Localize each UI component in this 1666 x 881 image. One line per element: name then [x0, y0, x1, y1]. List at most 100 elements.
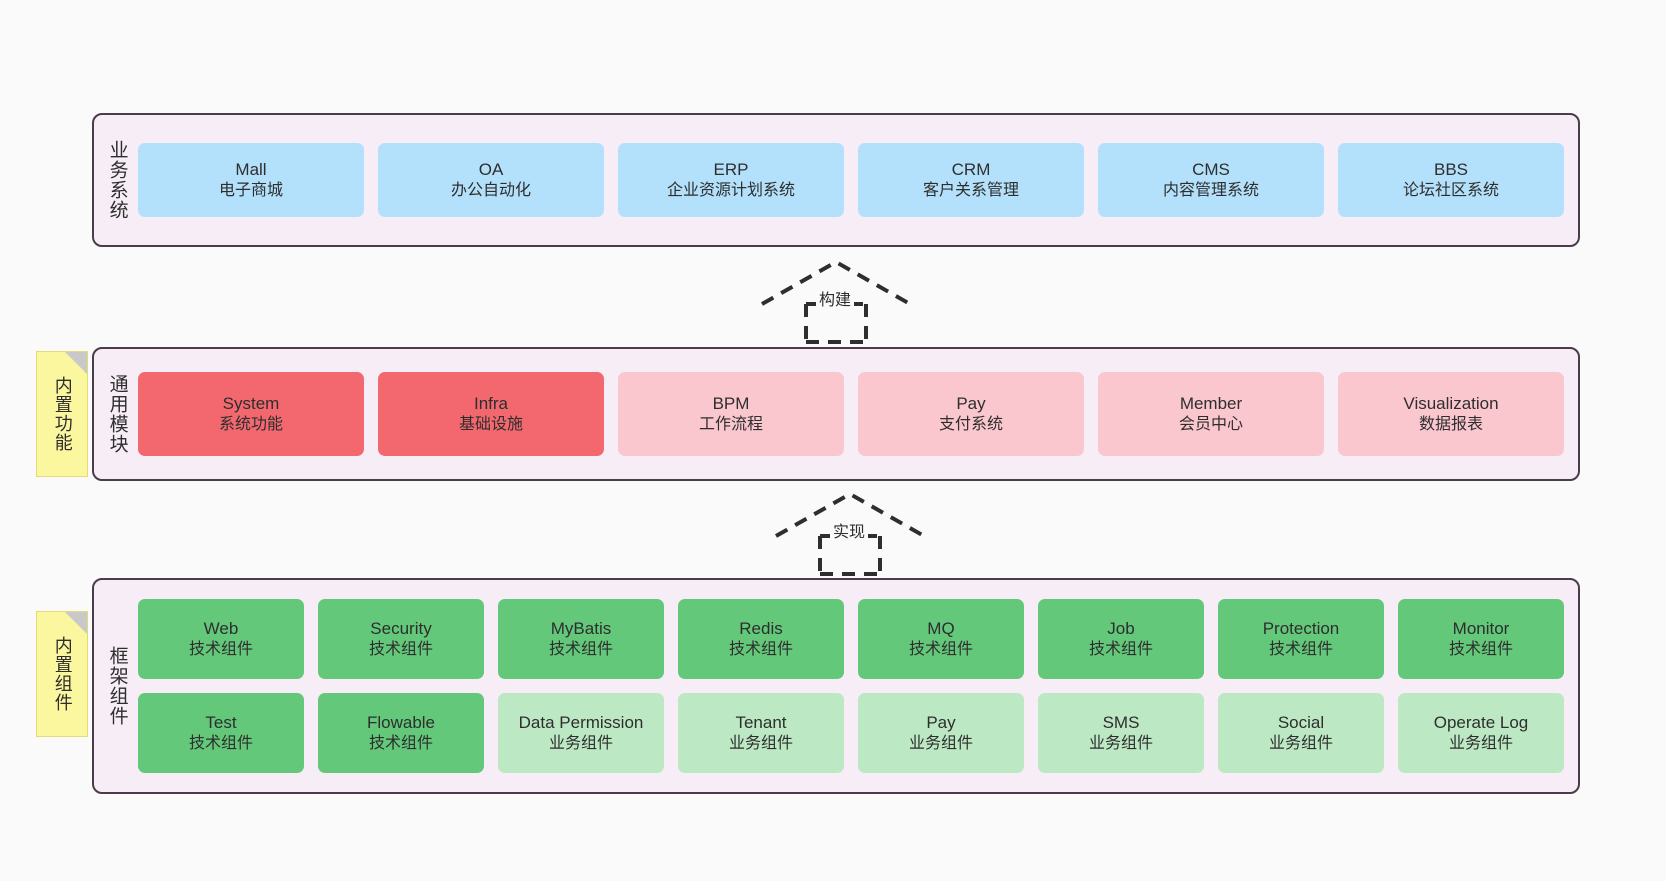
tile-subtitle: 技术组件: [1448, 640, 1513, 658]
tile-title: Tenant: [735, 712, 787, 732]
tile-subtitle: 系统功能: [218, 415, 283, 433]
tile-mybatis[interactable]: MyBatis 技术组件: [498, 599, 664, 679]
tile-member[interactable]: Member 会员中心: [1098, 372, 1324, 456]
tile-title: Web: [203, 618, 239, 638]
band-title-common-modules: 通用模块: [106, 374, 128, 454]
tile-job[interactable]: Job 技术组件: [1038, 599, 1204, 679]
tile-web[interactable]: Web 技术组件: [138, 599, 304, 679]
connector-label-build: 构建: [816, 286, 855, 310]
tile-redis[interactable]: Redis 技术组件: [678, 599, 844, 679]
tile-title: CRM: [951, 159, 991, 179]
sticky-fold-corner-icon: [65, 352, 87, 374]
tile-operate-log[interactable]: Operate Log 业务组件: [1398, 693, 1564, 773]
tile-bpm[interactable]: BPM 工作流程: [618, 372, 844, 456]
tile-subtitle: 工作流程: [698, 415, 763, 433]
tile-title: Data Permission: [518, 712, 644, 732]
tile-crm[interactable]: CRM 客户关系管理: [858, 143, 1084, 217]
tile-subtitle: 内容管理系统: [1162, 181, 1259, 199]
tile-title: Infra: [473, 393, 509, 413]
tile-title: SMS: [1102, 712, 1140, 732]
band-body-common-modules: System 系统功能 Infra 基础设施 BPM 工作流程 Pay 支付系统…: [138, 349, 1578, 479]
tile-subtitle: 数据报表: [1418, 415, 1483, 433]
tile-title: CMS: [1192, 159, 1230, 179]
sticky-note-label: 内置组件: [52, 636, 73, 712]
tile-system[interactable]: System 系统功能: [138, 372, 364, 456]
tile-subtitle: 技术组件: [188, 734, 253, 752]
tile-title: Pay: [926, 712, 956, 732]
tile-bbs[interactable]: BBS 论坛社区系统: [1338, 143, 1564, 217]
connector-build: 构建: [756, 256, 916, 344]
framework-tile-row-business: Test 技术组件 Flowable 技术组件 Data Permission …: [138, 693, 1564, 773]
band-title-business-system: 业务系统: [106, 140, 128, 220]
tile-erp[interactable]: ERP 企业资源计划系统: [618, 143, 844, 217]
tile-title: MyBatis: [550, 618, 612, 638]
band-title-framework-components: 框架组件: [106, 646, 128, 726]
tile-subtitle: 客户关系管理: [922, 181, 1019, 199]
tile-flowable[interactable]: Flowable 技术组件: [318, 693, 484, 773]
tile-subtitle: 基础设施: [458, 415, 523, 433]
tile-visualization[interactable]: Visualization 数据报表: [1338, 372, 1564, 456]
tile-test[interactable]: Test 技术组件: [138, 693, 304, 773]
tile-subtitle: 论坛社区系统: [1402, 181, 1499, 199]
tile-protection[interactable]: Protection 技术组件: [1218, 599, 1384, 679]
tile-cms[interactable]: CMS 内容管理系统: [1098, 143, 1324, 217]
tile-subtitle: 技术组件: [1268, 640, 1333, 658]
tile-sms[interactable]: SMS 业务组件: [1038, 693, 1204, 773]
sticky-fold-corner-icon: [65, 612, 87, 634]
framework-tile-row-tech: Web 技术组件 Security 技术组件 MyBatis 技术组件 Redi…: [138, 599, 1564, 679]
tile-mq[interactable]: MQ 技术组件: [858, 599, 1024, 679]
tile-title: Monitor: [1452, 618, 1510, 638]
tile-title: System: [222, 393, 280, 413]
tile-subtitle: 技术组件: [368, 734, 433, 752]
tile-subtitle: 技术组件: [1088, 640, 1153, 658]
layer-common-modules: 通用模块 System 系统功能 Infra 基础设施 BPM 工作流程 Pay…: [92, 347, 1580, 481]
tile-mall[interactable]: Mall 电子商城: [138, 143, 364, 217]
tile-subtitle: 企业资源计划系统: [666, 181, 795, 199]
layer-framework-components: 框架组件 Web 技术组件 Security 技术组件 MyBatis 技术组件…: [92, 578, 1580, 794]
tile-subtitle: 技术组件: [908, 640, 973, 658]
tile-security[interactable]: Security 技术组件: [318, 599, 484, 679]
sticky-note-label: 内置功能: [52, 376, 73, 452]
band-body-framework-components: Web 技术组件 Security 技术组件 MyBatis 技术组件 Redi…: [138, 580, 1578, 792]
tile-tenant[interactable]: Tenant 业务组件: [678, 693, 844, 773]
tile-subtitle: 技术组件: [728, 640, 793, 658]
tile-subtitle: 业务组件: [548, 734, 613, 752]
tile-title: Flowable: [366, 712, 436, 732]
connector-label-implement: 实现: [830, 518, 869, 542]
tile-oa[interactable]: OA 办公自动化: [378, 143, 604, 217]
tile-title: Security: [370, 618, 432, 638]
tile-social[interactable]: Social 业务组件: [1218, 693, 1384, 773]
tile-title: Operate Log: [1433, 712, 1529, 732]
tile-subtitle: 办公自动化: [450, 181, 531, 199]
tile-subtitle: 业务组件: [1088, 734, 1153, 752]
tile-subtitle: 业务组件: [1268, 734, 1333, 752]
tile-pay-module[interactable]: Pay 支付系统: [858, 372, 1084, 456]
tile-title: Mall: [235, 159, 267, 179]
tile-title: Social: [1277, 712, 1325, 732]
tile-title: BPM: [712, 393, 750, 413]
layer-business-system: 业务系统 Mall 电子商城 OA 办公自动化 ERP 企业资源计划系统 CRM…: [92, 113, 1580, 247]
band-body-business-system: Mall 电子商城 OA 办公自动化 ERP 企业资源计划系统 CRM 客户关系…: [138, 115, 1578, 245]
tile-title: ERP: [713, 159, 749, 179]
tile-subtitle: 电子商城: [218, 181, 283, 199]
sticky-note-builtin-components: 内置组件: [36, 611, 88, 737]
tile-title: Member: [1179, 393, 1243, 413]
tile-monitor[interactable]: Monitor 技术组件: [1398, 599, 1564, 679]
tile-subtitle: 支付系统: [938, 415, 1003, 433]
tile-subtitle: 会员中心: [1178, 415, 1243, 433]
tile-title: Job: [1107, 618, 1135, 638]
tile-subtitle: 技术组件: [548, 640, 613, 658]
tile-title: Test: [205, 712, 237, 732]
tile-pay-component[interactable]: Pay 业务组件: [858, 693, 1024, 773]
tile-title: Visualization: [1403, 393, 1499, 413]
tile-subtitle: 业务组件: [908, 734, 973, 752]
connector-implement: 实现: [770, 488, 930, 576]
tile-subtitle: 业务组件: [728, 734, 793, 752]
tile-subtitle: 技术组件: [368, 640, 433, 658]
tile-title: MQ: [927, 618, 955, 638]
tile-infra[interactable]: Infra 基础设施: [378, 372, 604, 456]
tile-title: OA: [478, 159, 504, 179]
tile-data-permission[interactable]: Data Permission 业务组件: [498, 693, 664, 773]
tile-subtitle: 业务组件: [1448, 734, 1513, 752]
